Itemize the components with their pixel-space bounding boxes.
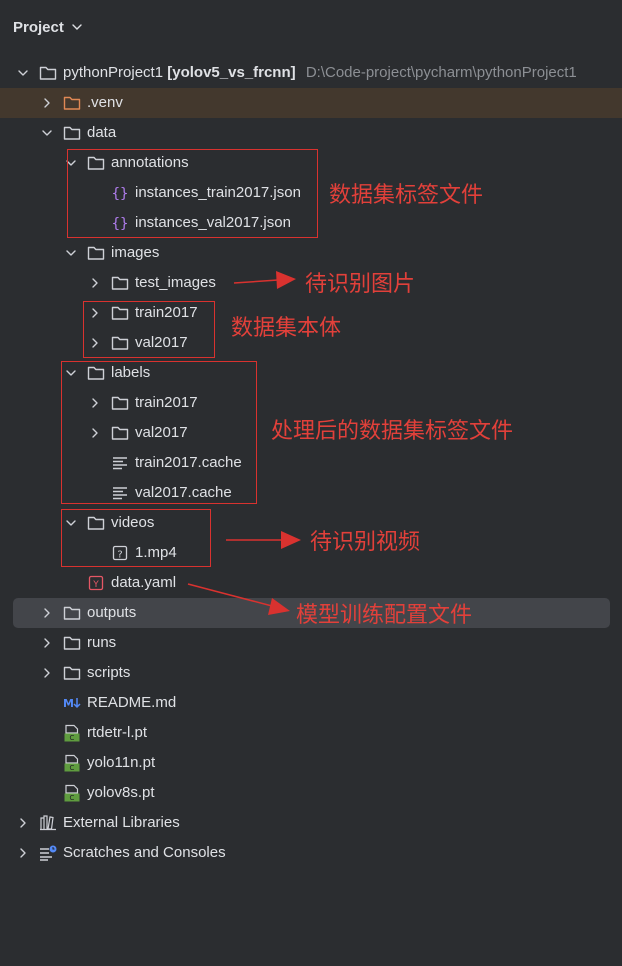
ann-val-label: instances_val2017.json (135, 214, 291, 231)
tree-row-yolo11n[interactable]: yolo11n.pt (0, 748, 622, 778)
annotation-box-dataset (83, 301, 215, 358)
img-train-label: train2017 (135, 304, 198, 321)
arrow-videos-to-detect (226, 531, 301, 549)
root-path: D:\Code-project\pycharm\pythonProject1 (305, 64, 577, 81)
root-branch: [yolov5_vs_frcnn] (167, 64, 296, 81)
tree-row-test-images[interactable]: test_images (0, 268, 622, 298)
tree-row-root[interactable]: pythonProject1 [yolov5_vs_frcnn] D:\Code… (0, 58, 622, 88)
note-processed-labels: 处理后的数据集标签文件 (271, 419, 514, 444)
tree-row-ann-train[interactable]: instances_train2017.json (0, 178, 622, 208)
img-val-label: val2017 (135, 334, 188, 351)
tree-row-data[interactable]: data (0, 118, 622, 148)
scripts-label: scripts (87, 664, 131, 681)
data-yaml-label: data.yaml (111, 574, 177, 591)
tree-row-readme[interactable]: README.md (0, 688, 622, 718)
images-label: images (111, 244, 160, 261)
tree-row-venv[interactable]: .venv (0, 88, 622, 118)
lbl-val-cache-label: val2017.cache (135, 484, 232, 501)
note-training-config: 模型训练配置文件 (296, 603, 473, 628)
yolov8s-label: yolov8s.pt (87, 784, 155, 801)
note-dataset-body: 数据集本体 (231, 316, 342, 341)
tree-row-video-file[interactable]: 1.mp4 (0, 538, 622, 568)
tree-row-labels[interactable]: labels (0, 358, 622, 388)
video-file-label: 1.mp4 (135, 544, 177, 561)
tree-row-annotations[interactable]: annotations (0, 148, 622, 178)
lbl-train-label: train2017 (135, 394, 198, 411)
tree-row-videos[interactable]: videos (0, 508, 622, 538)
outputs-label: outputs (87, 604, 137, 621)
arrow-training-config (187, 583, 290, 615)
annotation-box-annotations (67, 149, 318, 238)
tree-row-scripts[interactable]: scripts (0, 658, 622, 688)
external-libraries-label: External Libraries (63, 814, 180, 831)
tree-row-lbl-val[interactable]: val2017 (0, 418, 622, 448)
tree-row-external-libraries[interactable]: External Libraries (0, 808, 622, 838)
annotation-box-labels (61, 361, 257, 504)
tree-row-rtdetr[interactable]: rtdetr-l.pt (0, 718, 622, 748)
labels-label: labels (111, 364, 151, 381)
annotations-label: annotations (111, 154, 189, 171)
note-videos-to-detect: 待识别视频 (310, 530, 421, 555)
tree-row-img-train[interactable]: train2017 (0, 298, 622, 328)
tree-row-img-val[interactable]: val2017 (0, 328, 622, 358)
tree-row-data-yaml[interactable]: data.yaml (0, 568, 622, 598)
tree-row-yolov8s[interactable]: yolov8s.pt (0, 778, 622, 808)
ann-train-label: instances_train2017.json (135, 184, 301, 201)
tree-row-outputs[interactable]: outputs (13, 598, 610, 628)
arrow-images-to-detect (233, 271, 296, 289)
lbl-val-label: val2017 (135, 424, 188, 441)
readme-label: README.md (87, 694, 177, 711)
tree-row-lbl-train-cache[interactable]: train2017.cache (0, 448, 622, 478)
root-name: pythonProject1 (63, 64, 164, 81)
scratches-label: Scratches and Consoles (63, 844, 226, 861)
project-title: Project (13, 18, 64, 36)
note-dataset-labels: 数据集标签文件 (329, 183, 484, 208)
tree-row-scratches[interactable]: Scratches and Consoles (0, 838, 622, 868)
tree-row-ann-val[interactable]: instances_val2017.json (0, 208, 622, 238)
lbl-train-cache-label: train2017.cache (135, 454, 242, 471)
note-images-to-detect: 待识别图片 (305, 272, 416, 297)
annotation-box-videos (61, 509, 211, 567)
tree-row-images[interactable]: images (0, 238, 622, 268)
venv-label: .venv (87, 94, 123, 111)
project-view-header[interactable]: Project (13, 16, 83, 38)
test-images-label: test_images (135, 274, 216, 291)
yolo11n-label: yolo11n.pt (87, 754, 156, 771)
runs-label: runs (87, 634, 117, 651)
rtdetr-label: rtdetr-l.pt (87, 724, 148, 741)
tree-row-lbl-val-cache[interactable]: val2017.cache (0, 478, 622, 508)
data-label: data (87, 124, 117, 141)
videos-label: videos (111, 514, 155, 531)
tree-row-runs[interactable]: runs (0, 628, 622, 658)
tree-row-lbl-train[interactable]: train2017 (0, 388, 622, 418)
